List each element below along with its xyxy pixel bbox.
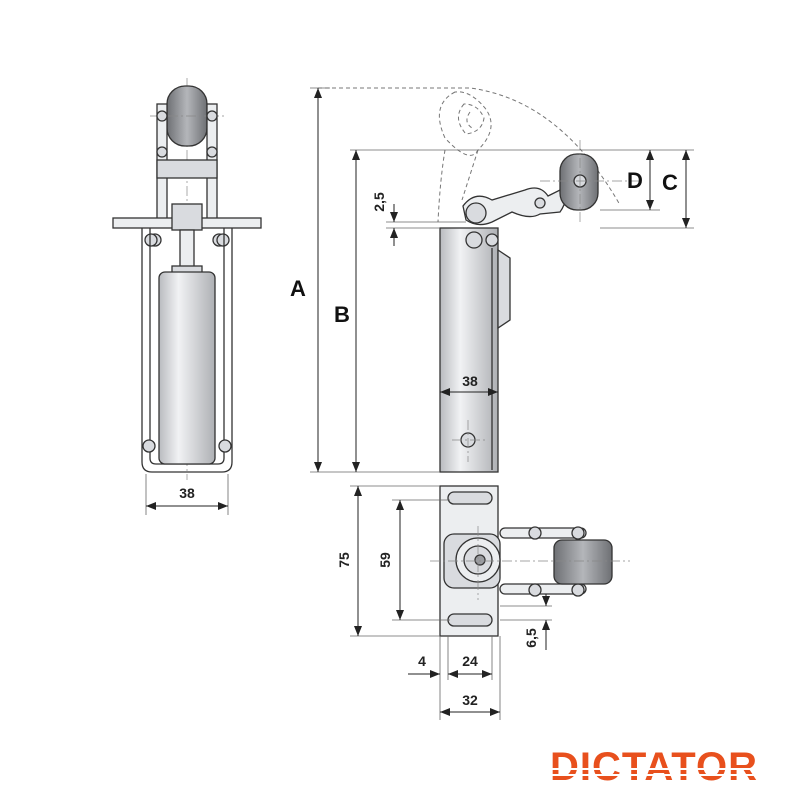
bottom-width-4: 4 bbox=[418, 653, 426, 669]
brand-logo: DICTATOR bbox=[546, 745, 786, 786]
bottom-offset-6-5: 6,5 bbox=[523, 628, 539, 648]
front-view: 38 bbox=[112, 78, 262, 515]
bottom-height-75: 75 bbox=[336, 552, 352, 568]
gap-dimension: 2,5 bbox=[371, 192, 387, 212]
dimension-d-label: D bbox=[627, 168, 643, 193]
dimension-b-label: B bbox=[334, 302, 350, 327]
front-width-dimension: 38 bbox=[179, 485, 195, 501]
bottom-height-59: 59 bbox=[377, 552, 393, 568]
dimension-a-label: A bbox=[290, 276, 306, 301]
brand-name: DICTATOR bbox=[550, 745, 758, 786]
side-view: 38 A B 2,5 D C bbox=[290, 87, 694, 473]
bottom-width-24: 24 bbox=[462, 653, 478, 669]
dimension-c-label: C bbox=[662, 170, 678, 195]
bottom-width-32: 32 bbox=[462, 692, 478, 708]
side-width-dimension: 38 bbox=[462, 373, 478, 389]
bottom-view: 75 59 6,5 4 24 32 bbox=[336, 485, 630, 720]
